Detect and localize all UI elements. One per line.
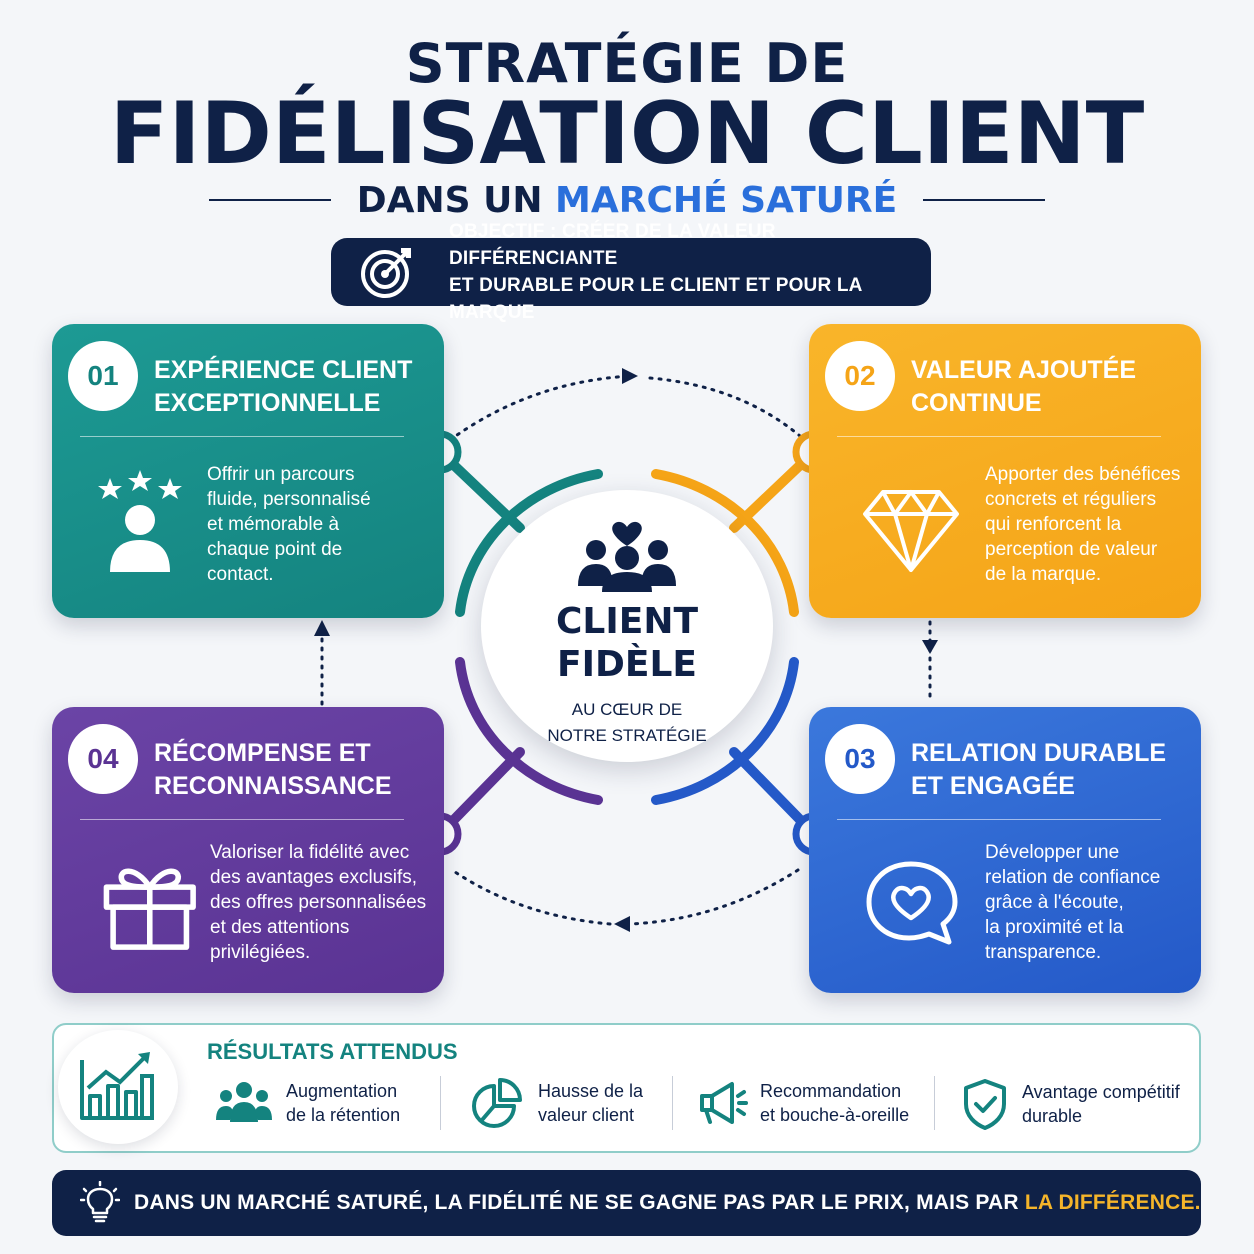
card-number: 03 (825, 724, 895, 794)
shield-check-icon (964, 1079, 1006, 1130)
pie-chart-icon (472, 1078, 522, 1128)
objective-banner: OBJECTIF : CRÉER DE LA VALEUR DIFFÉRENCI… (331, 221, 931, 323)
arc-purple (455, 657, 603, 805)
result-divider (440, 1076, 441, 1130)
lightbulb-icon (80, 1181, 120, 1223)
card-divider (837, 436, 1161, 437)
card-divider (837, 819, 1161, 820)
subtitle-row: DANS UN MARCHÉ SATURÉ (0, 178, 1254, 222)
heart-chat-bubble-icon (866, 861, 958, 945)
card-valeur-ajoutee: 02 VALEUR AJOUTÉE CONTINUE Apporter des … (809, 324, 1201, 618)
gift-icon (103, 868, 196, 950)
objective-line-1: OBJECTIF : CRÉER DE LA VALEUR DIFFÉRENCI… (449, 221, 776, 269)
card-relation-durable: 03 RELATION DURABLE ET ENGAGÉE Développe… (809, 707, 1201, 993)
card-number: 02 (825, 341, 895, 411)
arrow-head-3-to-4 (614, 916, 630, 932)
results-chart-badge (58, 1030, 178, 1144)
center-title: CLIENT FIDÈLE (555, 601, 699, 685)
card-divider (80, 436, 404, 437)
arrow-head-4-to-1 (314, 620, 330, 636)
results-title: RÉSULTATS ATTENDUS (207, 1039, 458, 1064)
subtitle-accent: MARCHÉ SATURÉ (555, 179, 898, 221)
card-description: Développer une relation de confiance grâ… (985, 842, 1161, 963)
loyal-customers-icon (578, 521, 676, 592)
card-experience-client: 01 EXPÉRIENCE CLIENT EXCEPTIONNELLE Offr… (52, 324, 444, 618)
arc-orange (651, 469, 799, 617)
objective-text: OBJECTIF : CRÉER DE LA VALEUR DIFFÉRENCI… (449, 218, 931, 326)
card-divider (80, 819, 404, 820)
footer-accent: LA DIFFÉRENCE. (1024, 1191, 1201, 1214)
diamond-icon (863, 490, 959, 572)
result-item-retention: Augmentation de la rétention (214, 1078, 400, 1128)
subtitle-right-divider (923, 199, 1046, 201)
arrow-head-2-to-3 (922, 640, 938, 654)
subtitle-left-divider (208, 199, 331, 201)
result-item-avantage: Avantage compétitif durable (962, 1078, 1180, 1130)
objective-line-2: ET DURABLE POUR LE CLIENT ET POUR LA MAR… (449, 275, 862, 323)
result-divider (934, 1076, 935, 1130)
card-description: Offrir un parcours fluide, personnalisé … (207, 464, 371, 585)
card-number: 04 (68, 724, 138, 794)
card-number: 01 (68, 341, 138, 411)
arc-teal (455, 469, 603, 617)
card-title: RELATION DURABLE ET ENGAGÉE (911, 739, 1167, 800)
card-title: VALEUR AJOUTÉE CONTINUE (911, 356, 1137, 417)
title-top: STRATÉGIE DE (405, 32, 849, 95)
subtitle-prefix: DANS UN (356, 179, 543, 221)
users-group-icon (216, 1082, 272, 1122)
page-title: FIDÉLISATION CLIENT (109, 84, 1145, 184)
card-title: EXPÉRIENCE CLIENT EXCEPTIONNELLE (154, 356, 413, 417)
star-rated-user-icon (98, 470, 182, 572)
arc-blue (651, 657, 799, 805)
subtitle: DANS UN MARCHÉ SATURÉ (357, 180, 897, 221)
result-item-valeur: Hausse de la valeur client (472, 1078, 643, 1128)
arrow-head-1-to-2 (622, 368, 638, 384)
footer-text: DANS UN MARCHÉ SATURÉ, LA FIDÉLITÉ NE SE… (134, 1191, 1201, 1214)
arrow-3-to-4 (628, 868, 800, 926)
card-description: Valoriser la fidélité avec des avantages… (210, 842, 427, 963)
card-recompense: 04 RÉCOMPENSE ET RECONNAISSANCE Valorise… (52, 707, 444, 993)
result-divider (672, 1076, 673, 1130)
result-item-recommandation: Recommandation et bouche-à-oreille (698, 1078, 909, 1128)
megaphone-icon (700, 1082, 748, 1124)
growth-chart-icon (80, 1052, 154, 1120)
target-icon (361, 248, 411, 298)
card-title: RÉCOMPENSE ET RECONNAISSANCE (154, 739, 392, 800)
arrow-1-to-2 (448, 374, 632, 442)
card-description: Apporter des bénéfices concrets et régul… (985, 464, 1181, 585)
footer-banner: DANS UN MARCHÉ SATURÉ, LA FIDÉLITÉ NE SE… (52, 1170, 1201, 1236)
center-subtitle: AU CŒUR DE NOTRE STRATÉGIE (547, 700, 707, 745)
